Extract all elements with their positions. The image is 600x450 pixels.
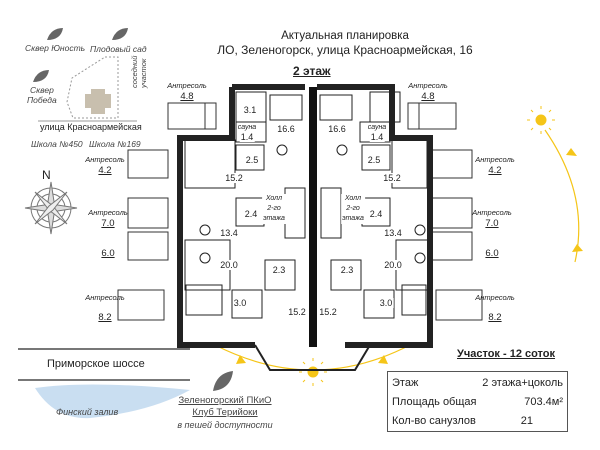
park-label: Сквер Юность <box>25 43 86 53</box>
mezzanine-title: Антресоль <box>472 208 512 217</box>
mezzanine-title: Антресоль <box>88 208 128 217</box>
nearby-note: в пешей доступности <box>177 420 273 430</box>
school-label: Школа №450 <box>31 139 83 149</box>
room-area: 16.6 <box>327 124 347 134</box>
mezzanine-area: 8.2 <box>488 312 502 323</box>
spec-value: 703.4м² <box>524 396 563 408</box>
spec-row: Этаж 2 этажа+цоколь <box>392 374 563 393</box>
gulf-water <box>35 384 190 419</box>
hall-label-1: Холл <box>344 195 362 202</box>
street-label: улица Красноармейская <box>40 122 142 132</box>
spec-row: Площадь общая 703.4м² <box>392 393 563 412</box>
mezzanine-area: 4.2 <box>488 165 502 176</box>
mezzanine-title: Антресоль <box>475 293 515 302</box>
nearby-info: Зеленогорский ПКиО Клуб Терийоки в пешей… <box>160 395 290 431</box>
plot-size: Участок - 12 соток <box>457 348 556 360</box>
mezzanine-title: Антресоль <box>85 293 125 302</box>
mezzanine-area: 7.0 <box>485 218 499 229</box>
hall-label: Холл 2-го этажа <box>262 194 286 224</box>
room-area: 1.4 <box>369 132 385 142</box>
mezzanine-area: 4.8 <box>421 91 435 102</box>
building-footprint <box>85 89 111 114</box>
room-name: сауна <box>366 123 388 133</box>
mezzanine-area: 6.0 <box>485 248 499 259</box>
mezzanine-title: Антресоль <box>85 155 125 164</box>
room-area: 20.0 <box>219 260 239 270</box>
room-area: 1.4 <box>239 132 255 142</box>
mezzanine-area: 7.0 <box>101 218 115 229</box>
room-area: 3.0 <box>378 298 394 308</box>
leaf-icon <box>33 28 233 391</box>
title-line1: Актуальная планировка <box>281 30 409 42</box>
mezzanine-label: Антресоль 8.2 <box>85 292 124 323</box>
spec-row: Кол-во санузлов 21 <box>392 412 563 431</box>
spec-label: Кол-во санузлов <box>392 415 476 427</box>
room-area: 3.0 <box>232 298 248 308</box>
title-line2: ЛО, Зеленогорск, улица Красноармейская, … <box>217 43 473 57</box>
mezzanine-title: Антресоль <box>167 81 207 90</box>
room-area: 3.1 <box>242 105 258 115</box>
park-label-1: Сквер <box>29 85 54 95</box>
mezzanine-title: Антресоль <box>475 155 515 164</box>
compass-icon <box>24 181 78 235</box>
mezzanine-area: 4.2 <box>98 165 112 176</box>
floor-plan <box>177 84 433 371</box>
hall-label-1: Холл <box>265 195 283 202</box>
compass-north-label: N <box>42 168 51 182</box>
spec-label: Площадь общая <box>392 396 477 408</box>
room-area: 13.4 <box>219 228 239 238</box>
nearby-club: Клуб Терийоки <box>192 407 258 418</box>
room-area: 15.2 <box>287 307 307 317</box>
room-area: 2.3 <box>271 265 287 275</box>
park-label-2: Победа <box>27 95 57 105</box>
room-area: 2.5 <box>244 155 260 165</box>
mezzanine-area: 6.0 <box>101 248 115 259</box>
mezzanine-label: 6.0 <box>101 248 114 259</box>
room-area: 13.4 <box>383 228 403 238</box>
hall-label-3: этажа <box>342 215 364 222</box>
mezzanine-label: Антресоль 8.2 <box>475 292 514 323</box>
park-label: Плодовый сад <box>90 44 147 54</box>
hall-label: Холл 2-го этажа <box>341 194 365 224</box>
hall-label-2: 2-го <box>346 205 360 212</box>
room-area: 15.2 <box>382 173 402 183</box>
spec-value: 2 этажа+цоколь <box>482 377 563 389</box>
mezzanine-area: 8.2 <box>98 312 112 323</box>
school-label: Школа №169 <box>89 139 141 149</box>
neighbor-label: соседний участок <box>130 55 148 88</box>
room-area: 2.4 <box>243 209 259 219</box>
room-area: 2.5 <box>366 155 382 165</box>
gulf-label: Финский залив <box>56 407 119 417</box>
room-area: 15.2 <box>224 173 244 183</box>
room-area: 20.0 <box>383 260 403 270</box>
spec-label: Этаж <box>392 377 419 389</box>
room-name: сауна <box>236 123 258 133</box>
hall-label-3: этажа <box>263 215 285 222</box>
room-area: 2.3 <box>339 265 355 275</box>
mezzanine-title: Антресоль <box>408 81 448 90</box>
spec-value: 21 <box>520 415 533 427</box>
room-area: 15.2 <box>318 307 338 317</box>
floor-label: 2 этаж <box>293 64 331 78</box>
mezzanine-area: 4.8 <box>180 91 194 102</box>
room-area: 2.4 <box>368 209 384 219</box>
road-label: Приморское шоссе <box>47 358 145 370</box>
site-outline <box>66 56 119 119</box>
hall-label-2: 2-го <box>267 205 281 212</box>
nearby-park: Зеленогорский ПКиО <box>178 395 272 406</box>
mezzanine-label: 6.0 <box>485 248 498 259</box>
room-area: 16.6 <box>276 124 296 134</box>
